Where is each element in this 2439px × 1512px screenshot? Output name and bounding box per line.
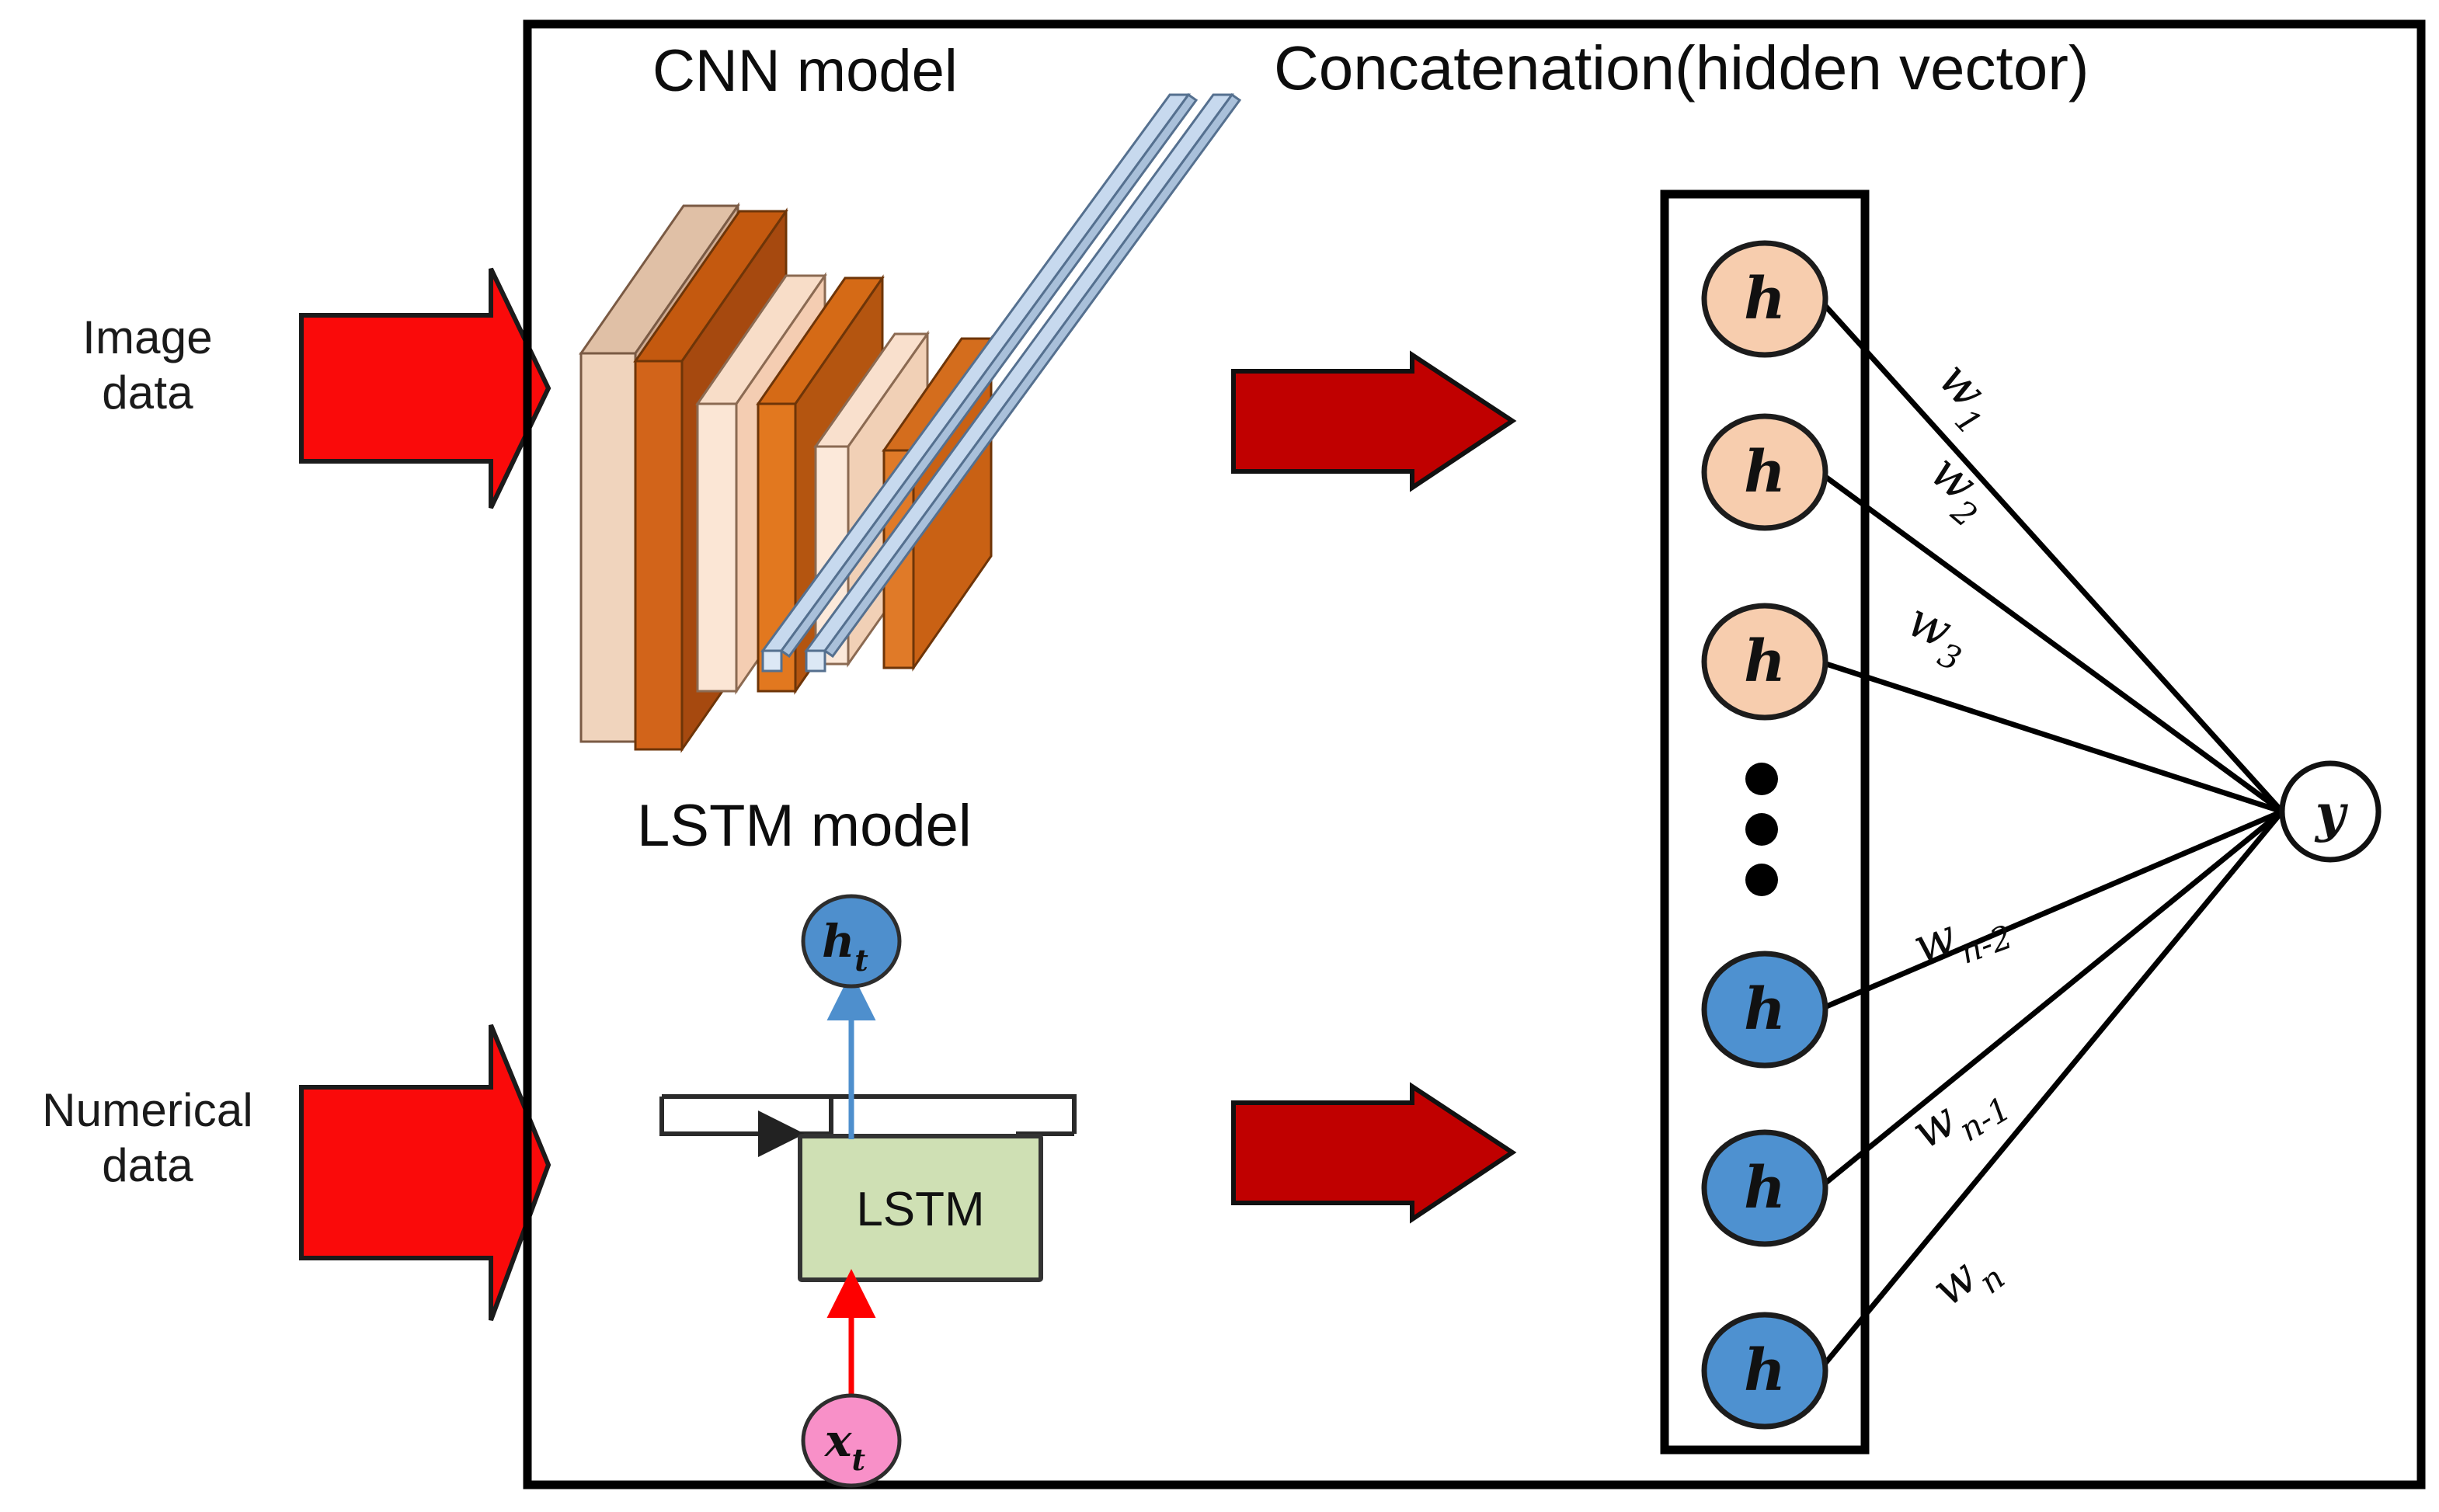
hidden-node-3: h (1701, 603, 1828, 721)
weight-line-3 (1818, 659, 2284, 815)
hidden-node-3-label: h (1744, 628, 1786, 695)
hidden-node-4-label: h (1744, 976, 1786, 1043)
lstm-to-concat-arrow (1231, 1082, 1517, 1224)
hidden-node-2-label: h (1744, 439, 1786, 506)
lstm-model-title: LSTM model (637, 793, 972, 859)
weight-connections (1817, 297, 2284, 1373)
weight-line-n-2 (1818, 808, 2284, 1013)
weight-label-n: wn (1921, 1235, 2012, 1327)
lstm-input-sub: t (852, 1442, 866, 1477)
lstm-hidden-state-node (801, 894, 902, 989)
diagram-outer-frame (523, 19, 2426, 1489)
hidden-node-2: h (1701, 413, 1828, 531)
hidden-node-5: h (1701, 1129, 1828, 1247)
svg-text:wn: wn (1921, 1235, 2012, 1327)
lstm-hidden-base: h (822, 915, 854, 968)
hidden-node-5-label: h (1744, 1155, 1786, 1222)
hidden-vector-box (1660, 189, 1870, 1455)
output-node: y (2279, 760, 2382, 863)
svg-text:wn-2: wn-2 (1905, 889, 2017, 985)
weight-line-2 (1817, 470, 2284, 814)
weight-line-1 (1817, 297, 2284, 814)
weight-n-1-base: w (1901, 1090, 1966, 1160)
weight-line-n (1817, 809, 2284, 1373)
svg-text:w3: w3 (1894, 591, 1979, 679)
weight-line-n-1 (1817, 809, 2284, 1190)
cnn-layer-stack (579, 202, 993, 753)
output-node-label: y (2314, 783, 2349, 843)
lstm-cell-label: LSTM (856, 1183, 984, 1236)
lstm-cell-box (798, 1134, 1043, 1282)
lstm-input-label: xt (823, 1414, 866, 1477)
numerical-data-input-arrow (299, 1024, 551, 1322)
lstm-hidden-sub: t (854, 943, 868, 978)
weight-n-2-base: w (1905, 907, 1964, 975)
weight-n-base: w (1921, 1247, 1988, 1317)
weight-label-n-2: wn-2 (1905, 889, 2017, 985)
concatenation-title: Concatenation(hidden vector) (1274, 33, 2089, 103)
lstm-input-base: x (823, 1414, 853, 1467)
weight-1-base: w (1928, 350, 1998, 419)
hidden-node-6: h (1701, 1312, 1828, 1430)
lstm-block (659, 894, 1077, 1488)
lstm-input-node (801, 1393, 902, 1488)
cnn-model-title: CNN model (652, 38, 958, 104)
hidden-node-4: h (1701, 951, 1828, 1069)
image-data-input-arrow (299, 267, 551, 509)
hidden-node-1: h (1701, 240, 1828, 358)
hidden-node-6-label: h (1744, 1337, 1786, 1404)
weight-label-3: w3 (1894, 591, 1979, 679)
hidden-node-1-label: h (1744, 266, 1786, 332)
cnn-fully-connected-bars (760, 92, 1242, 673)
weight-n-2-sub: n-2 (1955, 917, 2018, 971)
cnn-to-concat-arrow (1231, 350, 1517, 492)
lstm-hidden-state-label: ht (822, 915, 868, 978)
image-data-label: Image data (82, 311, 213, 419)
numerical-data-label: Numerical data (42, 1084, 253, 1191)
vertical-ellipsis-icon (1745, 763, 1778, 896)
